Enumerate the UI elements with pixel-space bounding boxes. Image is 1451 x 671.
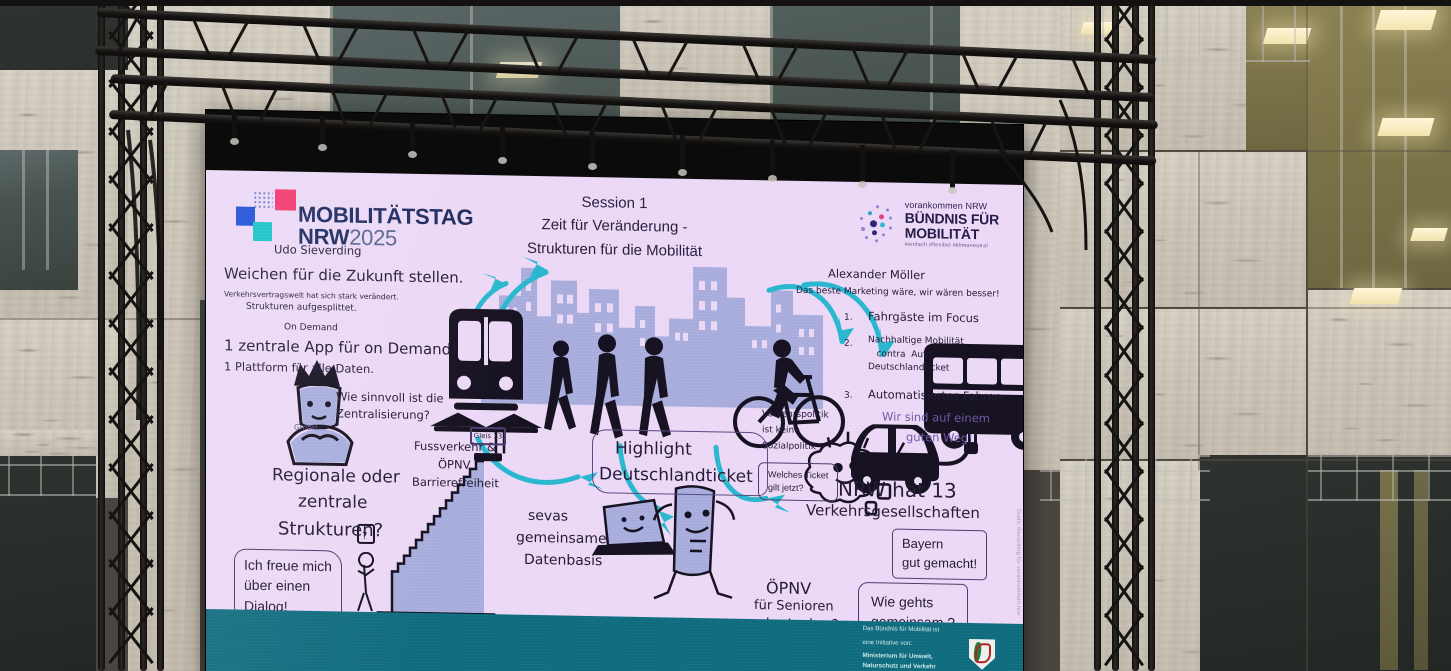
partner-line3: MOBILITÄT xyxy=(904,224,980,242)
ceiling-light xyxy=(1410,228,1448,241)
lobby-light-strip xyxy=(1380,470,1398,670)
top-edge xyxy=(0,0,1451,6)
right-speaker-name: Alexander Möller xyxy=(828,266,925,283)
footer-line1: Das Bündnis für Mobilität ist xyxy=(862,625,940,634)
entry-glass xyxy=(0,455,96,671)
screen-hanger xyxy=(768,140,777,182)
ticket-character xyxy=(652,485,736,600)
pedestrian-icon xyxy=(544,340,576,431)
left-big-question-2: zentrale xyxy=(298,491,368,513)
city-skyline xyxy=(481,266,823,410)
session-line2: Zeit für Veränderung - xyxy=(541,216,688,237)
right-list-num-3: 3. xyxy=(844,390,853,401)
buendnis-fuer-mobilitaet-logo: vorankommen NRW BÜNDNIS FÜR MOBILITÄT #e… xyxy=(856,200,999,251)
screen-hanger xyxy=(498,126,507,164)
left-point2: 1 Plattform für alle Daten. xyxy=(224,359,374,377)
screen-hanger xyxy=(858,145,867,188)
left-big-question-3: Strukturen? xyxy=(278,518,384,542)
left-question-central: Wie sinnvoll ist die Zentralisierung? xyxy=(336,389,444,423)
right-list-item-3: Automatisiertes Fahren xyxy=(868,387,1002,404)
pedestrian-icon xyxy=(639,337,671,438)
illustrator-credit: Grafic Recording für vorankommen.nrw xyxy=(1015,509,1021,616)
stone-panel xyxy=(1060,152,1306,307)
highlight-bubble: Highlight Deutschlandticket xyxy=(592,429,768,497)
violet-note-line1: Wir sind auf einem xyxy=(882,409,991,426)
bayern-bubble: Bayern gut gemacht! xyxy=(892,528,988,581)
stone-lintel xyxy=(0,430,108,456)
session-title: Session 1 Zeit für Veränderung - Struktu… xyxy=(527,190,702,263)
sevas-line3: Datenbasis xyxy=(524,551,603,570)
fuss-line3: Barrierefreiheit xyxy=(412,474,499,491)
nrw13-line2: Verkehrsgesellschaften xyxy=(806,500,980,523)
highlight-line2: Deutschlandticket xyxy=(599,464,753,488)
session-line3: Strukturen für die Mobilität xyxy=(526,239,703,260)
right-list-num-1: 1. xyxy=(844,312,853,323)
screen-hanger xyxy=(408,121,417,158)
dot-cluster-icon xyxy=(856,203,898,246)
balcony-railing xyxy=(1308,455,1451,501)
ticket-bubble: Welches Ticket gilt jetzt? xyxy=(758,462,839,502)
window-glass xyxy=(0,150,78,290)
nrw-coat-of-arms-icon xyxy=(969,638,995,669)
truss-tower-right xyxy=(1092,0,1156,671)
balcony-railing xyxy=(0,448,130,496)
mobilitaetstag-logo: MOBILITÄTSTAG NRW2025 xyxy=(236,189,473,250)
pedestrian-icon xyxy=(590,334,623,439)
tram-icon xyxy=(430,308,542,434)
footer-text: Das Bündnis für Mobilität ist eine Initi… xyxy=(863,624,960,671)
session-line1: Session 1 xyxy=(581,193,648,213)
pink-square-icon xyxy=(275,189,296,211)
sevas-line1: sevas xyxy=(528,507,569,525)
lobby-glass xyxy=(1200,455,1451,671)
left-big-question-1: Regionale oder xyxy=(272,465,400,488)
right-list-num-2: 2. xyxy=(844,338,853,349)
screen-hanger xyxy=(948,150,957,194)
screen-hanger xyxy=(230,112,239,145)
violet-note-line2: guten Weg! xyxy=(906,429,973,446)
policy-line1: Verkehrspolitik xyxy=(762,409,829,421)
screen-hanger xyxy=(588,130,597,170)
led-screen[interactable]: MOBILITÄTSTAG NRW2025 Session 1 Zeit für… xyxy=(206,110,1023,671)
teal-square-icon xyxy=(253,221,272,242)
footer-line4: Naturschutz und Verkehr xyxy=(862,661,936,671)
lobby-light-strip xyxy=(1414,470,1428,670)
platform-sign: Gleis 13 xyxy=(470,426,506,446)
highlight-line1: Highlight xyxy=(615,438,692,460)
lit-office-glass xyxy=(1246,0,1308,150)
left-speaker-name: Udo Sieverding xyxy=(274,242,362,258)
right-list-item-2: Nachhaltige Mobilität contra Auto Deutsc… xyxy=(868,335,964,374)
stone-panel xyxy=(1060,309,1306,459)
partner-tagline: #einfach #flexibel #klimaneutral xyxy=(904,241,988,250)
right-list-item-1: Fahrgäste im Focus xyxy=(868,309,979,326)
stone-panel xyxy=(1308,290,1451,455)
gmbh-label: GmbH xyxy=(294,422,318,433)
skyline-windows xyxy=(505,281,814,356)
ceiling-light xyxy=(1377,118,1435,136)
screen-hanger xyxy=(318,116,327,151)
ceiling-light xyxy=(1349,288,1403,304)
ceiling-light xyxy=(1375,10,1437,30)
left-headline: Weichen für die Zukunft stellen. xyxy=(224,264,464,287)
left-ondemand-label: On Demand xyxy=(284,322,338,334)
sevas-line2: gemeinsame xyxy=(516,529,607,548)
policy-line2: ist keine xyxy=(762,425,800,436)
fuss-line2: ÖPNV xyxy=(438,457,471,472)
screen-hanger xyxy=(678,135,687,176)
dot-grid-icon xyxy=(253,190,273,210)
policy-line3: Sozialpolitik xyxy=(762,441,816,453)
left-point1: 1 zentrale App für on Demand! xyxy=(224,336,458,359)
screen-content: MOBILITÄTSTAG NRW2025 Session 1 Zeit für… xyxy=(206,170,1023,671)
right-headline: Das beste Marketing wäre, wir wären bess… xyxy=(796,285,1000,300)
lit-office-glass xyxy=(1308,0,1451,288)
left-sub2: Strukturen aufgesplittet. xyxy=(246,301,357,314)
footer-line2: eine Initiative von: xyxy=(862,638,913,647)
